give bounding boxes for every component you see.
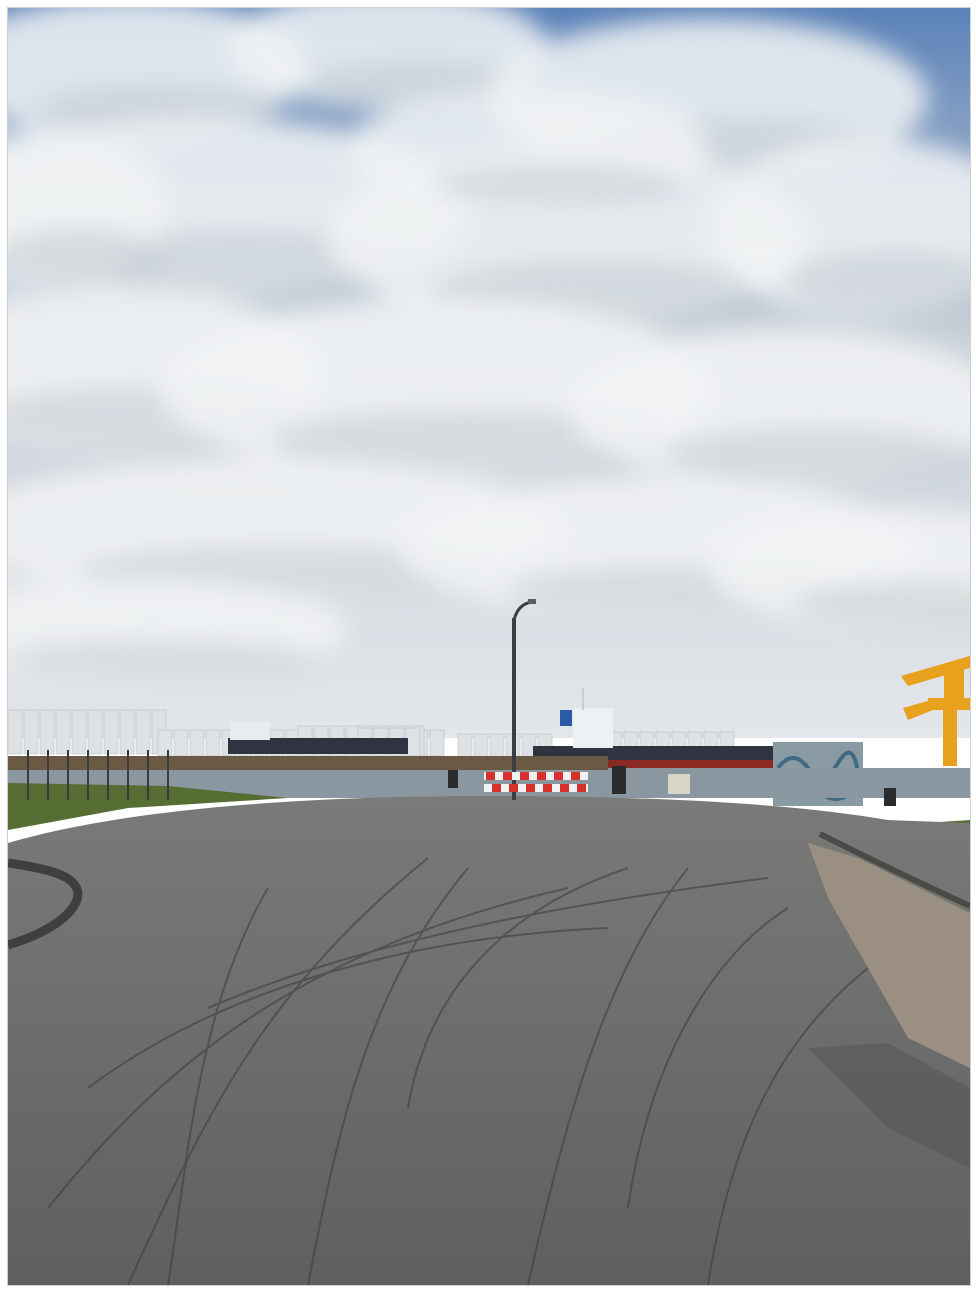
far-bank [8, 756, 608, 770]
barrier-stripe [509, 784, 518, 792]
storage-tank [157, 729, 173, 757]
barrier-stripe [571, 772, 580, 780]
trash-bin [884, 788, 896, 806]
storage-tank [103, 709, 119, 755]
curb-left [8, 858, 83, 950]
photo-frame [7, 7, 971, 1286]
grass-left [8, 783, 288, 830]
barrier-stripe [543, 784, 552, 792]
tire-mark [47, 887, 569, 1209]
ship-bridge-center [573, 708, 613, 748]
curb-right [818, 831, 970, 909]
gravel-shoulder [808, 843, 970, 1068]
clouds [8, 8, 970, 678]
bollard-right [612, 766, 626, 794]
cloud-shadow [8, 640, 312, 676]
tire-mark [167, 887, 269, 1285]
barrier-bottom-rail [484, 784, 588, 792]
tire-mark [707, 967, 869, 1285]
barrier-top-rail [484, 772, 588, 780]
storage-tank [173, 729, 189, 757]
barrier-stripe [520, 772, 529, 780]
barrier-stripe [554, 772, 563, 780]
road-patch [808, 1043, 970, 1168]
storage-tank [55, 709, 71, 755]
tire-mark [207, 877, 769, 1009]
tire-mark [527, 867, 689, 1285]
storage-tank [87, 709, 103, 755]
tire-mark [627, 907, 789, 1209]
storage-tank [119, 709, 135, 755]
road-barrier [484, 772, 588, 792]
distant-harbor [8, 656, 970, 806]
tire-mark [307, 867, 469, 1285]
ship-hull-left [228, 738, 408, 754]
fence-left [27, 750, 169, 800]
cloud-shadow [272, 410, 664, 474]
barrier-stripe [492, 784, 501, 792]
storage-tank [473, 733, 489, 759]
harbor-road-photo [8, 8, 970, 1285]
storage-tank [39, 709, 55, 755]
crane [901, 656, 970, 766]
storage-tank [23, 709, 39, 755]
tire-marks [47, 857, 869, 1285]
storage-tank [135, 709, 151, 755]
barrier-stripe [503, 772, 512, 780]
storage-tank [189, 729, 205, 757]
ship-bridge-left [230, 722, 270, 740]
cloud-shadow [664, 428, 970, 484]
storage-tank [429, 729, 445, 757]
ship-hull-center-red [533, 760, 778, 768]
storage-tank [405, 727, 421, 757]
asphalt-road [8, 796, 970, 1285]
cloud-shadow [786, 250, 970, 314]
tire-mark [127, 857, 429, 1285]
street-lamp [512, 599, 536, 800]
storage-tank [71, 709, 87, 755]
storage-tank [457, 733, 473, 759]
barrier-stripe [577, 784, 586, 792]
barrier-stripe [560, 784, 569, 792]
cloud-shadow [792, 583, 970, 625]
storage-tank [8, 709, 23, 755]
barrier-stripe [526, 784, 535, 792]
storage-tank [205, 729, 221, 757]
ship-funnel [560, 710, 572, 726]
barrier-stripe [537, 772, 546, 780]
mooring-post [668, 774, 690, 794]
tire-mark [407, 867, 629, 1109]
tire-mark [87, 927, 609, 1089]
cloud-shadow [432, 163, 684, 205]
cloud-shadow [8, 228, 162, 284]
storage-tank [489, 733, 505, 759]
barrier-stripe [486, 772, 495, 780]
bollard-left [448, 770, 458, 788]
